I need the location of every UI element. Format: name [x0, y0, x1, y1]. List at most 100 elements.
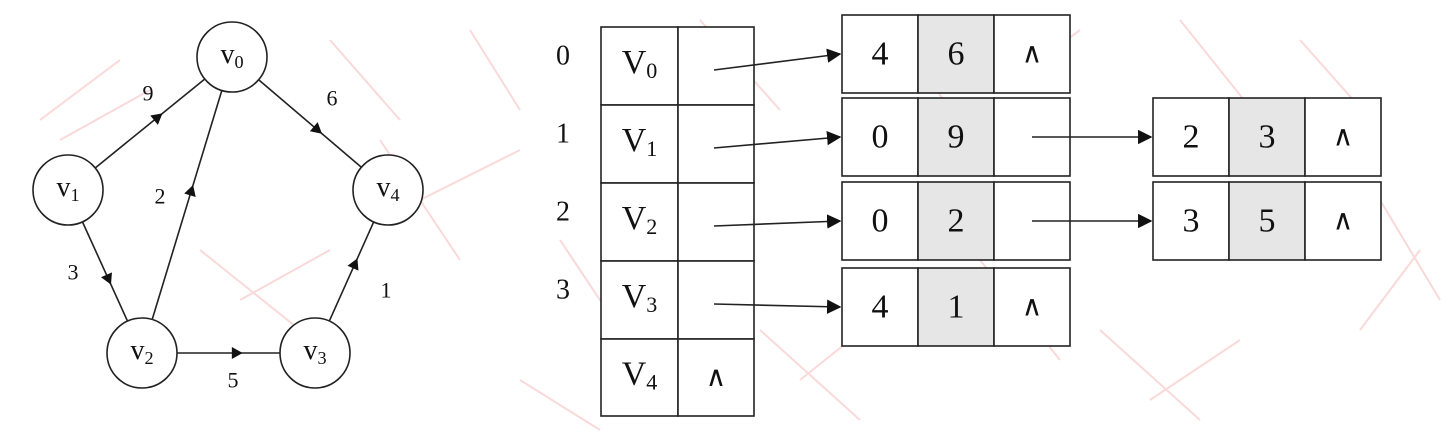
head-vertex-label: V2: [622, 200, 658, 239]
head-vertex-label: V0: [622, 44, 658, 83]
edge-node-adjvex-cell: [1152, 97, 1230, 177]
edge-weight-label: 6: [327, 86, 338, 111]
edge-node-weight: 1: [948, 289, 965, 326]
edge-node-weight-cell: [917, 181, 995, 261]
edge-arrow-v2-v3: [231, 347, 243, 359]
vertex-v3-label: v3: [303, 335, 326, 369]
edge-node-next-cell: [993, 14, 1071, 94]
edge-v1-v2: [81, 221, 129, 322]
watermark-stroke: [39, 29, 521, 141]
edge-v1-v0: [94, 78, 206, 169]
edge-node-next: ∧: [1022, 39, 1043, 70]
edge-v0-v4: [258, 79, 362, 168]
vertex-v1-circle: [32, 154, 104, 226]
row-index-label: 0: [556, 41, 570, 72]
vertex-v3-circle: [279, 317, 351, 389]
edge-node-weight-cell: [1228, 181, 1306, 261]
vertex-v0-label-subscript: 0: [234, 52, 243, 72]
head-cell-pointer: [677, 260, 755, 340]
head-vertex-label-letter: V: [622, 355, 647, 392]
edge-node-weight-cell: [917, 14, 995, 94]
edge-node-adjvex-cell: [841, 97, 919, 177]
head-vertex-label-subscript: 0: [646, 58, 657, 83]
pointer-arrow-row-2: [713, 214, 842, 229]
edge-weight-label: 1: [381, 278, 392, 303]
head-vertex-label-subscript: 1: [646, 136, 657, 161]
edge-node-adjvex: 3: [1183, 203, 1200, 240]
edge-node-weight-cell: [1228, 97, 1306, 177]
vertex-v4-label-letter: v: [376, 172, 390, 203]
watermark-stroke: [1099, 199, 1441, 421]
edge-arrow-v3-v4: [347, 258, 359, 271]
edge-arrow-v1-v2: [101, 272, 112, 285]
head-vertex-label: V3: [622, 278, 658, 317]
head-cell-pointer: [677, 182, 755, 262]
head-cell-pointer: [677, 338, 755, 417]
edge-node-next-cell: [993, 267, 1071, 347]
pointer-arrow-row-1: [713, 130, 842, 149]
head-vertex-label: V1: [622, 122, 658, 161]
head-cell-vertex: [600, 104, 679, 184]
edge-arrow-v1-v0: [150, 113, 163, 125]
edge-node-weight: 3: [1259, 119, 1276, 156]
vertex-v0-label-letter: v: [220, 39, 234, 70]
vertex-v1-label-letter: v: [56, 172, 70, 203]
vertex-v4-label: v4: [376, 172, 399, 206]
edge-node-weight-cell: [917, 267, 995, 347]
edge-node-next-cell: [1304, 97, 1382, 177]
row-index-label: 3: [556, 275, 570, 306]
vertex-v0-circle: [196, 21, 268, 93]
edge-node-weight-cell: [917, 97, 995, 177]
edge-node-adjvex: 4: [872, 289, 889, 326]
head-cell-pointer: [677, 104, 755, 184]
row-index-label: 2: [556, 197, 570, 228]
edge-node-next: ∧: [1333, 122, 1354, 153]
edge-arrow-v2-v0: [184, 184, 196, 198]
head-vertex-label-letter: V: [622, 200, 647, 237]
vertex-v1-label: v1: [56, 172, 79, 206]
edge-node-adjvex-cell: [841, 267, 919, 347]
edge-node-adjvex-cell: [1152, 181, 1230, 261]
vertex-v3-label-letter: v: [303, 335, 317, 366]
vertex-v2-label-subscript: 2: [144, 348, 153, 368]
head-null-pointer: ∧: [706, 362, 727, 393]
head-cell-vertex: [600, 338, 679, 417]
edge-node-adjvex: 0: [872, 203, 889, 240]
head-vertex-label-letter: V: [622, 122, 647, 159]
vertex-v0-label: v0: [220, 39, 243, 73]
edge-node-adjvex-cell: [841, 14, 919, 94]
edge-v3-v4: [328, 221, 375, 322]
head-vertex-label-subscript: 4: [646, 369, 657, 394]
edge-node-weight: 5: [1259, 203, 1276, 240]
edge-arrow-v0-v4: [309, 122, 322, 134]
pointer-arrow-row-0: [713, 48, 842, 71]
row-index-label: 1: [556, 119, 570, 150]
edge-node-adjvex: 2: [1183, 119, 1200, 156]
vertex-v2-circle: [106, 317, 178, 389]
head-cell-vertex: [600, 26, 679, 106]
edge-node-weight: 2: [948, 203, 965, 240]
vertex-v4-circle: [352, 154, 424, 226]
edge-node-next-cell: [1304, 181, 1382, 261]
edge-v2-v0: [151, 90, 223, 320]
edge-node-weight: 6: [948, 36, 965, 73]
edge-node-next: ∧: [1022, 292, 1043, 323]
edge-weight-label: 5: [228, 368, 239, 393]
vertex-v1-label-subscript: 1: [70, 185, 79, 205]
head-vertex-label-letter: V: [622, 278, 647, 315]
edge-weight-label: 3: [68, 260, 79, 285]
pointer-arrow-row-3: [713, 299, 842, 314]
head-vertex-label-letter: V: [622, 44, 647, 81]
head-cell-vertex: [600, 182, 679, 262]
edge-node-next: ∧: [1333, 206, 1354, 237]
edge-weight-label: 2: [155, 184, 166, 209]
edge-node-adjvex: 4: [872, 36, 889, 73]
edge-node-adjvex: 0: [872, 119, 889, 156]
head-vertex-label: V4: [622, 355, 658, 394]
edge-weight-label: 9: [143, 81, 154, 106]
vertex-v4-label-subscript: 4: [390, 185, 399, 205]
